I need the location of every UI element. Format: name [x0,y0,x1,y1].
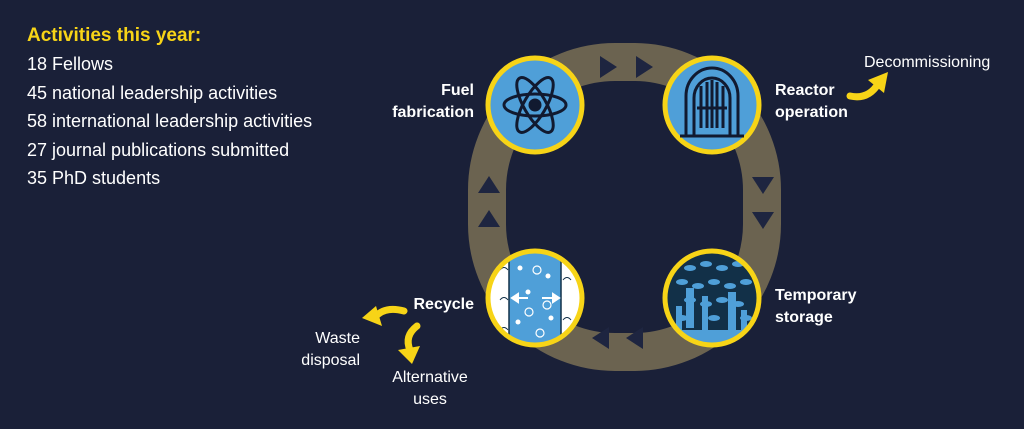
arrow-up-1 [478,176,500,193]
temporary-storage-node [662,248,762,348]
arrow-left-1 [626,327,643,349]
stat-publications: 27 journal publications submitted [27,139,290,160]
cycle-ring [468,43,781,371]
fuel-fabrication-label: Fuel fabrication [392,82,474,121]
arrow-up-2 [478,210,500,227]
arrow-down-1 [752,177,774,194]
stat-international-leadership: 58 international leadership activities [27,111,313,131]
stat-phd-students: 35 PhD students [27,168,161,188]
waste-disposal-label: Waste disposal [301,330,360,369]
cycle-direction-arrows [478,56,774,349]
reactor-operation-node [662,55,762,155]
recycle-icon [499,251,572,345]
activities-panel: Activities this year: 18 Fellows 45 nati… [27,22,312,193]
stat-fellows: 18 Fellows [27,54,114,74]
reactor-operation-label: Reactor operation [775,82,848,121]
reactor-icon [680,66,744,138]
curved-arrow-icon [362,72,888,364]
arrow-right-2 [636,56,653,78]
recycle-label: Recycle [413,296,475,313]
temporary-storage-label: Temporary storage [775,287,857,326]
fuel-fabrication-node [485,55,585,155]
storage-pool-icon [665,251,759,345]
stat-national-leadership: 45 national leadership activities [27,82,278,103]
activities-title: Activities this year: [27,25,202,46]
decommissioning-label: Decommissioning [864,54,991,71]
arrow-left-2 [592,327,609,349]
recycle-node [485,248,585,348]
atom-icon [502,76,568,134]
arrow-right-1 [600,56,617,78]
alternative-uses-label: Alternative uses [392,369,468,408]
arrow-down-2 [752,212,774,229]
